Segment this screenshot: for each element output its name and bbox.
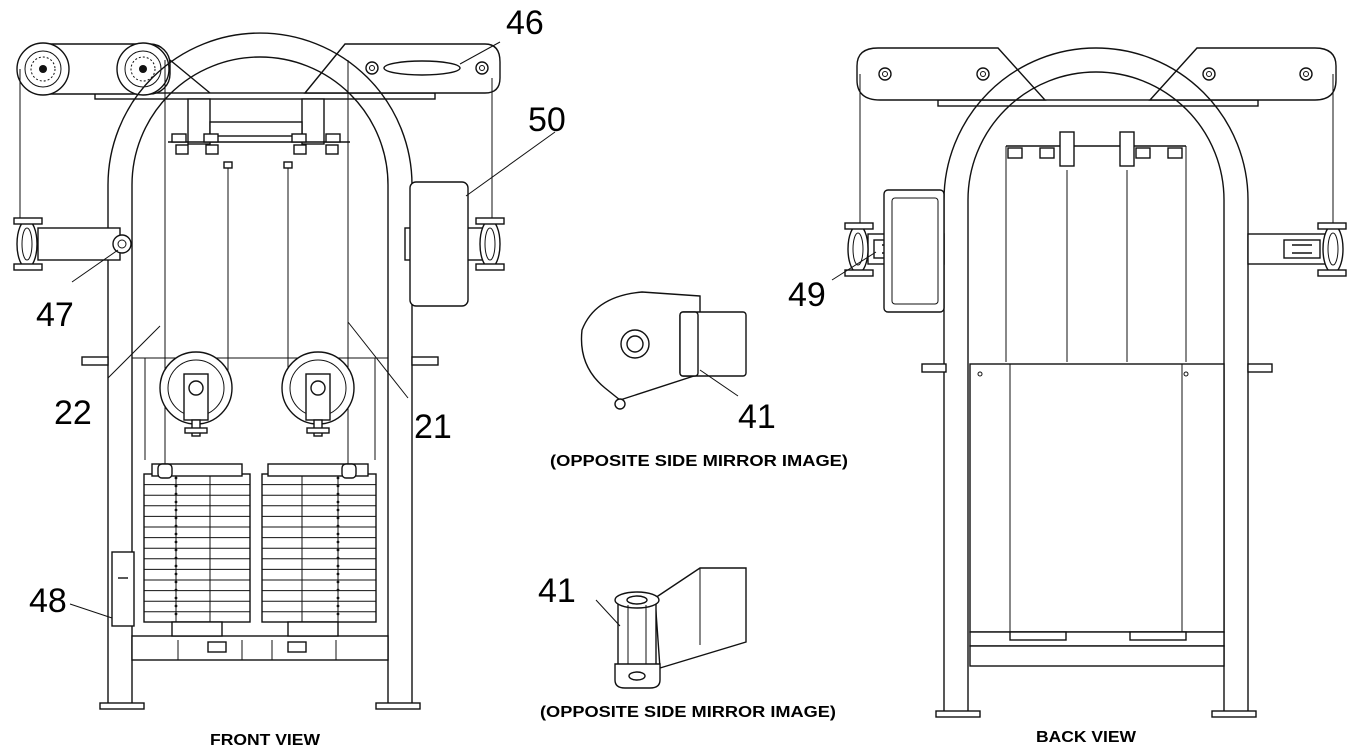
callout-22: 22 [54, 394, 92, 432]
callout-21: 21 [414, 408, 452, 446]
plate-slot [383, 60, 461, 76]
front-left-cable-arm [37, 227, 121, 261]
front-base [131, 635, 389, 661]
callout-50: 50 [528, 101, 566, 139]
callout-41-bottom: 41 [538, 572, 576, 610]
callout-49: 49 [788, 276, 826, 314]
detail-pulley-bracket [580, 291, 747, 410]
pulley-wheel-icon [16, 42, 70, 96]
front-weight-stack-left [143, 463, 251, 623]
back-top-crossbar [937, 99, 1259, 107]
weight-pulley-icon [159, 351, 233, 437]
back-frame-outer-arch [943, 47, 1249, 712]
callout-47: 47 [36, 296, 74, 334]
front-top-crossbar [94, 92, 436, 100]
front-weight-stack-right [261, 463, 377, 623]
back-view [844, 47, 1347, 718]
back-frame-inner-arch [967, 71, 1225, 712]
front-knob-47 [112, 234, 132, 254]
back-view-caption: BACK VIEW [1036, 729, 1137, 746]
cable-pulley-icon [475, 217, 505, 271]
back-foot-left [935, 710, 981, 718]
callout-48: 48 [29, 582, 67, 620]
leader-lines [69, 41, 877, 627]
front-foot-right [375, 702, 421, 710]
back-right-top-plate [1148, 47, 1337, 101]
detail-tube-bracket [614, 567, 747, 689]
front-thigh-pad-50 [409, 181, 469, 307]
cable-pulley-icon [1317, 222, 1347, 277]
weight-pulley-icon [281, 351, 355, 437]
back-left-top-plate [856, 47, 1047, 101]
back-pad [883, 189, 945, 313]
mirror-caption-top: (OPPOSITE SIDE MIRROR IMAGE) [550, 453, 848, 470]
back-foot-right [1211, 710, 1257, 718]
front-side-plate-48 [111, 551, 135, 627]
callout-41-top: 41 [738, 398, 776, 436]
back-weight-shroud [969, 363, 1225, 633]
cable-pulley-icon [844, 222, 874, 277]
front-view-caption: FRONT VIEW [210, 732, 321, 749]
cable-pulley-icon [13, 217, 43, 271]
mirror-caption-bottom: (OPPOSITE SIDE MIRROR IMAGE) [540, 704, 836, 721]
front-frame-inner-arch [131, 56, 389, 705]
back-base [969, 645, 1225, 667]
callout-46: 46 [506, 4, 544, 42]
front-view [13, 32, 505, 710]
front-frame-outer-arch [107, 32, 413, 705]
front-foot-left [99, 702, 145, 710]
